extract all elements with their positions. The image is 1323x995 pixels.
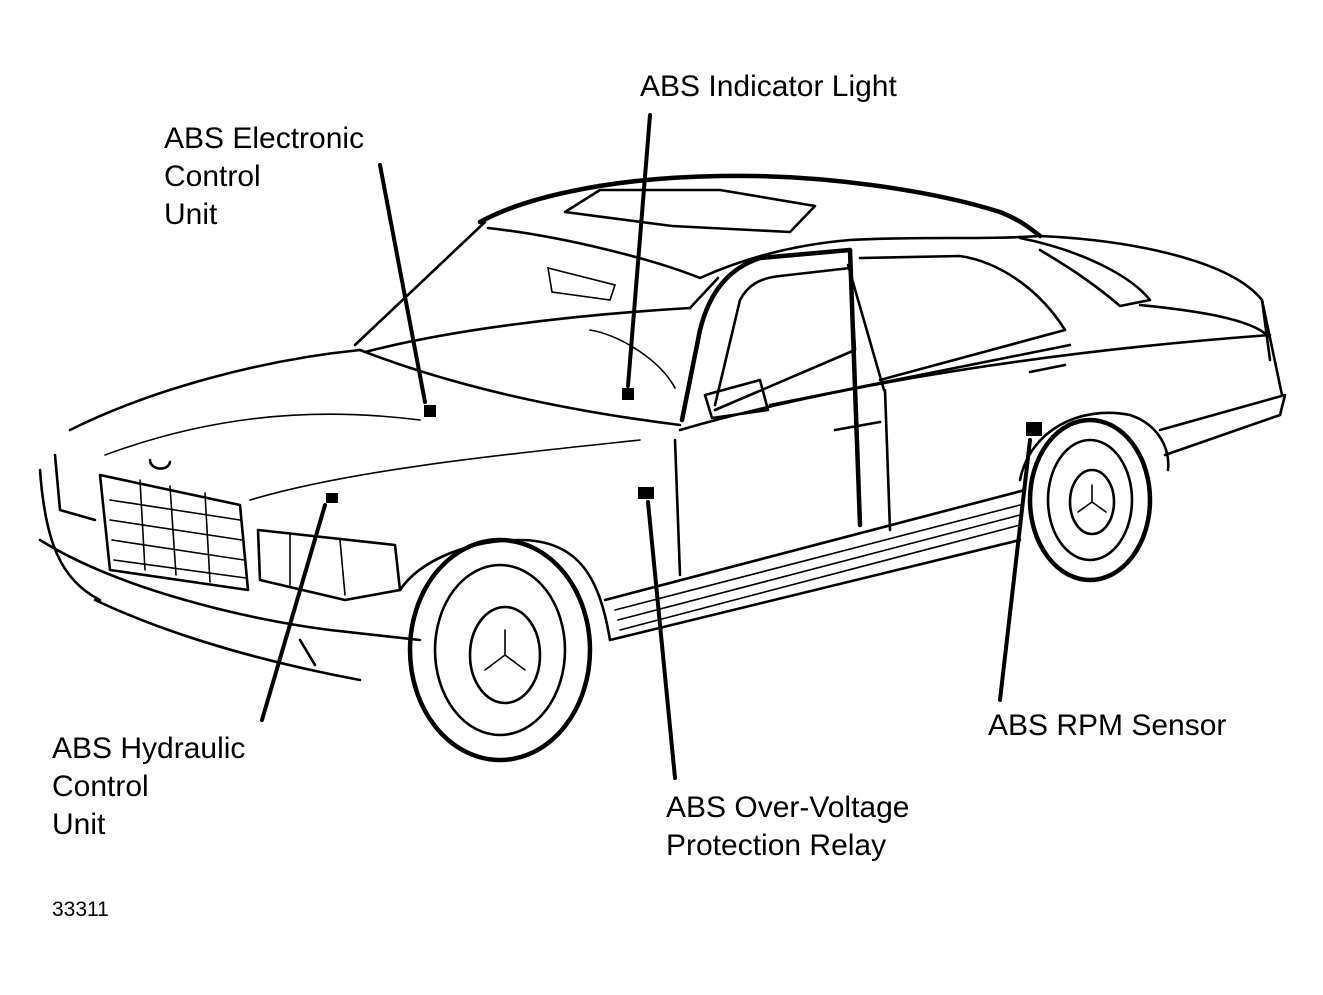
label-ecu-line-1: ABS Electronic bbox=[164, 122, 365, 155]
label-relay: ABS Over-Voltage Protection Relay bbox=[666, 789, 909, 865]
label-ecu: ABS Electronic Control Unit bbox=[164, 120, 364, 234]
label-hydraulic-line-1: ABS Hydraulic bbox=[52, 732, 246, 765]
marker-ecu bbox=[424, 405, 436, 417]
leader-lines bbox=[260, 113, 1032, 780]
marker-hydraulic bbox=[326, 493, 338, 503]
label-hydraulic-line-3: Unit bbox=[52, 808, 106, 841]
marker-rpm bbox=[1026, 422, 1042, 436]
label-relay-line-2: Protection Relay bbox=[666, 829, 887, 862]
leader-relay bbox=[646, 500, 677, 780]
label-rpm-line-1: ABS RPM Sensor bbox=[988, 709, 1227, 742]
label-ecu-line-3: Unit bbox=[164, 198, 218, 231]
label-rpm: ABS RPM Sensor bbox=[988, 707, 1226, 745]
front-wheel bbox=[407, 537, 593, 763]
label-relay-line-1: ABS Over-Voltage bbox=[666, 791, 910, 824]
label-ecu-line-2: Control bbox=[164, 160, 261, 193]
figure-id: 33311 bbox=[52, 898, 109, 921]
car-body bbox=[38, 173, 1287, 682]
marker-relay bbox=[638, 487, 654, 499]
marker-indicator bbox=[622, 388, 634, 400]
rear-wheel bbox=[1027, 417, 1153, 583]
label-indicator-line-1: ABS Indicator Light bbox=[640, 70, 897, 103]
leader-indicator bbox=[626, 113, 652, 388]
label-hydraulic-line-2: Control bbox=[52, 770, 149, 803]
label-indicator: ABS Indicator Light bbox=[640, 68, 897, 106]
component-markers bbox=[326, 388, 1042, 503]
leader-rpm bbox=[998, 438, 1032, 702]
leader-hydraulic bbox=[260, 503, 327, 722]
label-hydraulic: ABS Hydraulic Control Unit bbox=[52, 730, 245, 844]
leader-ecu bbox=[378, 163, 427, 404]
